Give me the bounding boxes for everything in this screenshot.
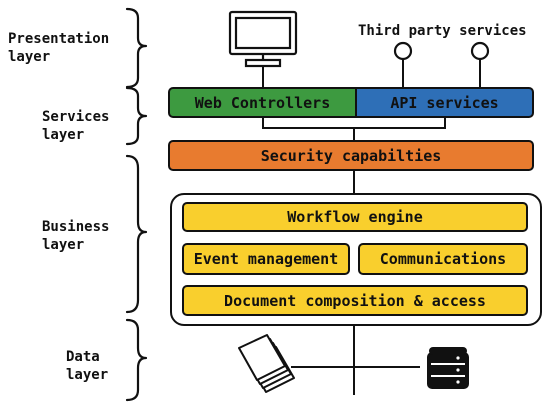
presentation-layer-label: Presentation layer	[8, 30, 109, 66]
presentation-label-line2: layer	[8, 49, 51, 65]
database-icon	[427, 347, 469, 389]
business-label-line1: Business	[42, 219, 110, 235]
presentation-label-line1: Presentation	[8, 31, 110, 47]
services-layer-label: Services layer	[42, 108, 109, 144]
documents-icon	[238, 334, 295, 393]
presentation-brace	[125, 7, 148, 89]
security-capabilities-box: Security capabilties	[168, 140, 534, 171]
web-controllers-box: Web Controllers	[168, 87, 357, 118]
data-layer-label: Data layer	[66, 348, 108, 384]
business-label-line2: layer	[42, 237, 85, 253]
communications-box: Communications	[358, 243, 528, 275]
services-label-line1: Services	[42, 109, 110, 125]
third-party-services-label: Third party services	[358, 23, 527, 39]
services-brace	[125, 86, 148, 146]
api-services-box: API services	[355, 87, 534, 118]
event-management-box: Event management	[182, 243, 350, 275]
data-label-line2: layer	[66, 367, 109, 383]
monitor-icon	[228, 10, 298, 68]
service-endpoint-icon	[393, 41, 413, 61]
data-brace	[125, 318, 148, 402]
document-composition-box: Document composition & access	[182, 285, 528, 316]
services-label-line2: layer	[42, 127, 85, 143]
workflow-engine-box: Workflow engine	[182, 202, 528, 232]
service-endpoint-icon	[470, 41, 490, 61]
business-brace	[125, 154, 148, 314]
data-label-line1: Data	[66, 349, 100, 365]
business-layer-label: Business layer	[42, 218, 109, 254]
